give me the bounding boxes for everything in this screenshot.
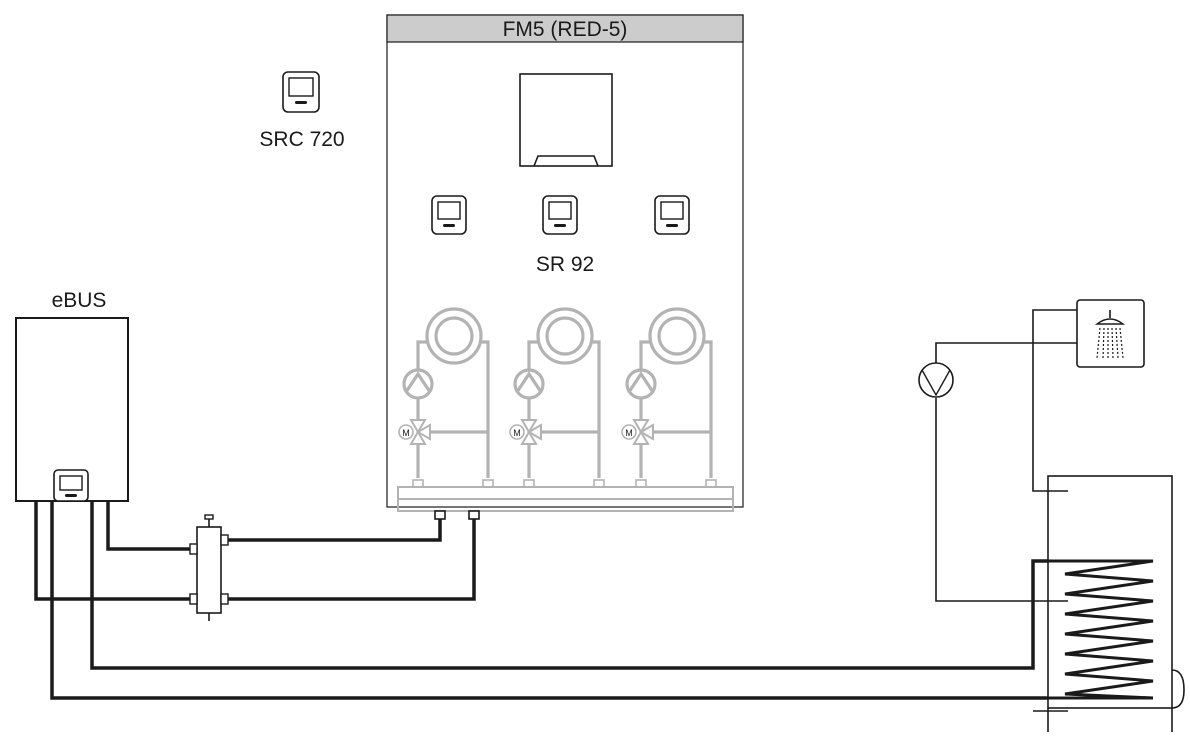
dhw-lines xyxy=(935,309,1077,712)
boiler-icon xyxy=(15,317,129,502)
zone-controllers-label: SR 92 xyxy=(536,253,594,276)
dhw-tank-icon xyxy=(1047,475,1185,732)
heating-circuit-icon xyxy=(536,307,594,365)
zone-controller-icon xyxy=(431,195,467,235)
heating-circuits: M M xyxy=(397,307,734,512)
zone-controller-icon xyxy=(542,195,578,235)
heating-circuit-icon xyxy=(425,307,483,365)
fm5-module: FM5 (RED-5) SR 92 xyxy=(386,14,744,520)
pump-icon xyxy=(918,362,954,398)
module-title: FM5 (RED-5) xyxy=(503,18,628,41)
pipes xyxy=(34,501,1154,700)
module-header xyxy=(386,14,744,43)
svg-text:M: M xyxy=(402,428,410,438)
svg-text:M: M xyxy=(625,428,633,438)
svg-text:M: M xyxy=(513,428,521,438)
heating-circuit-icon xyxy=(648,307,706,365)
control-unit-icon xyxy=(519,73,613,167)
room-controller-icon xyxy=(282,71,320,113)
room-controller-label: SRC 720 xyxy=(259,128,344,151)
zone-controller-icon xyxy=(654,195,690,235)
shower-icon xyxy=(1076,299,1145,368)
heating-circuit-1: M xyxy=(398,307,490,478)
heating-circuit-2: M xyxy=(509,307,601,478)
hydraulic-separator-icon xyxy=(189,514,229,621)
heating-circuit-3: M xyxy=(621,307,713,478)
ebus-label: eBUS xyxy=(52,289,107,312)
